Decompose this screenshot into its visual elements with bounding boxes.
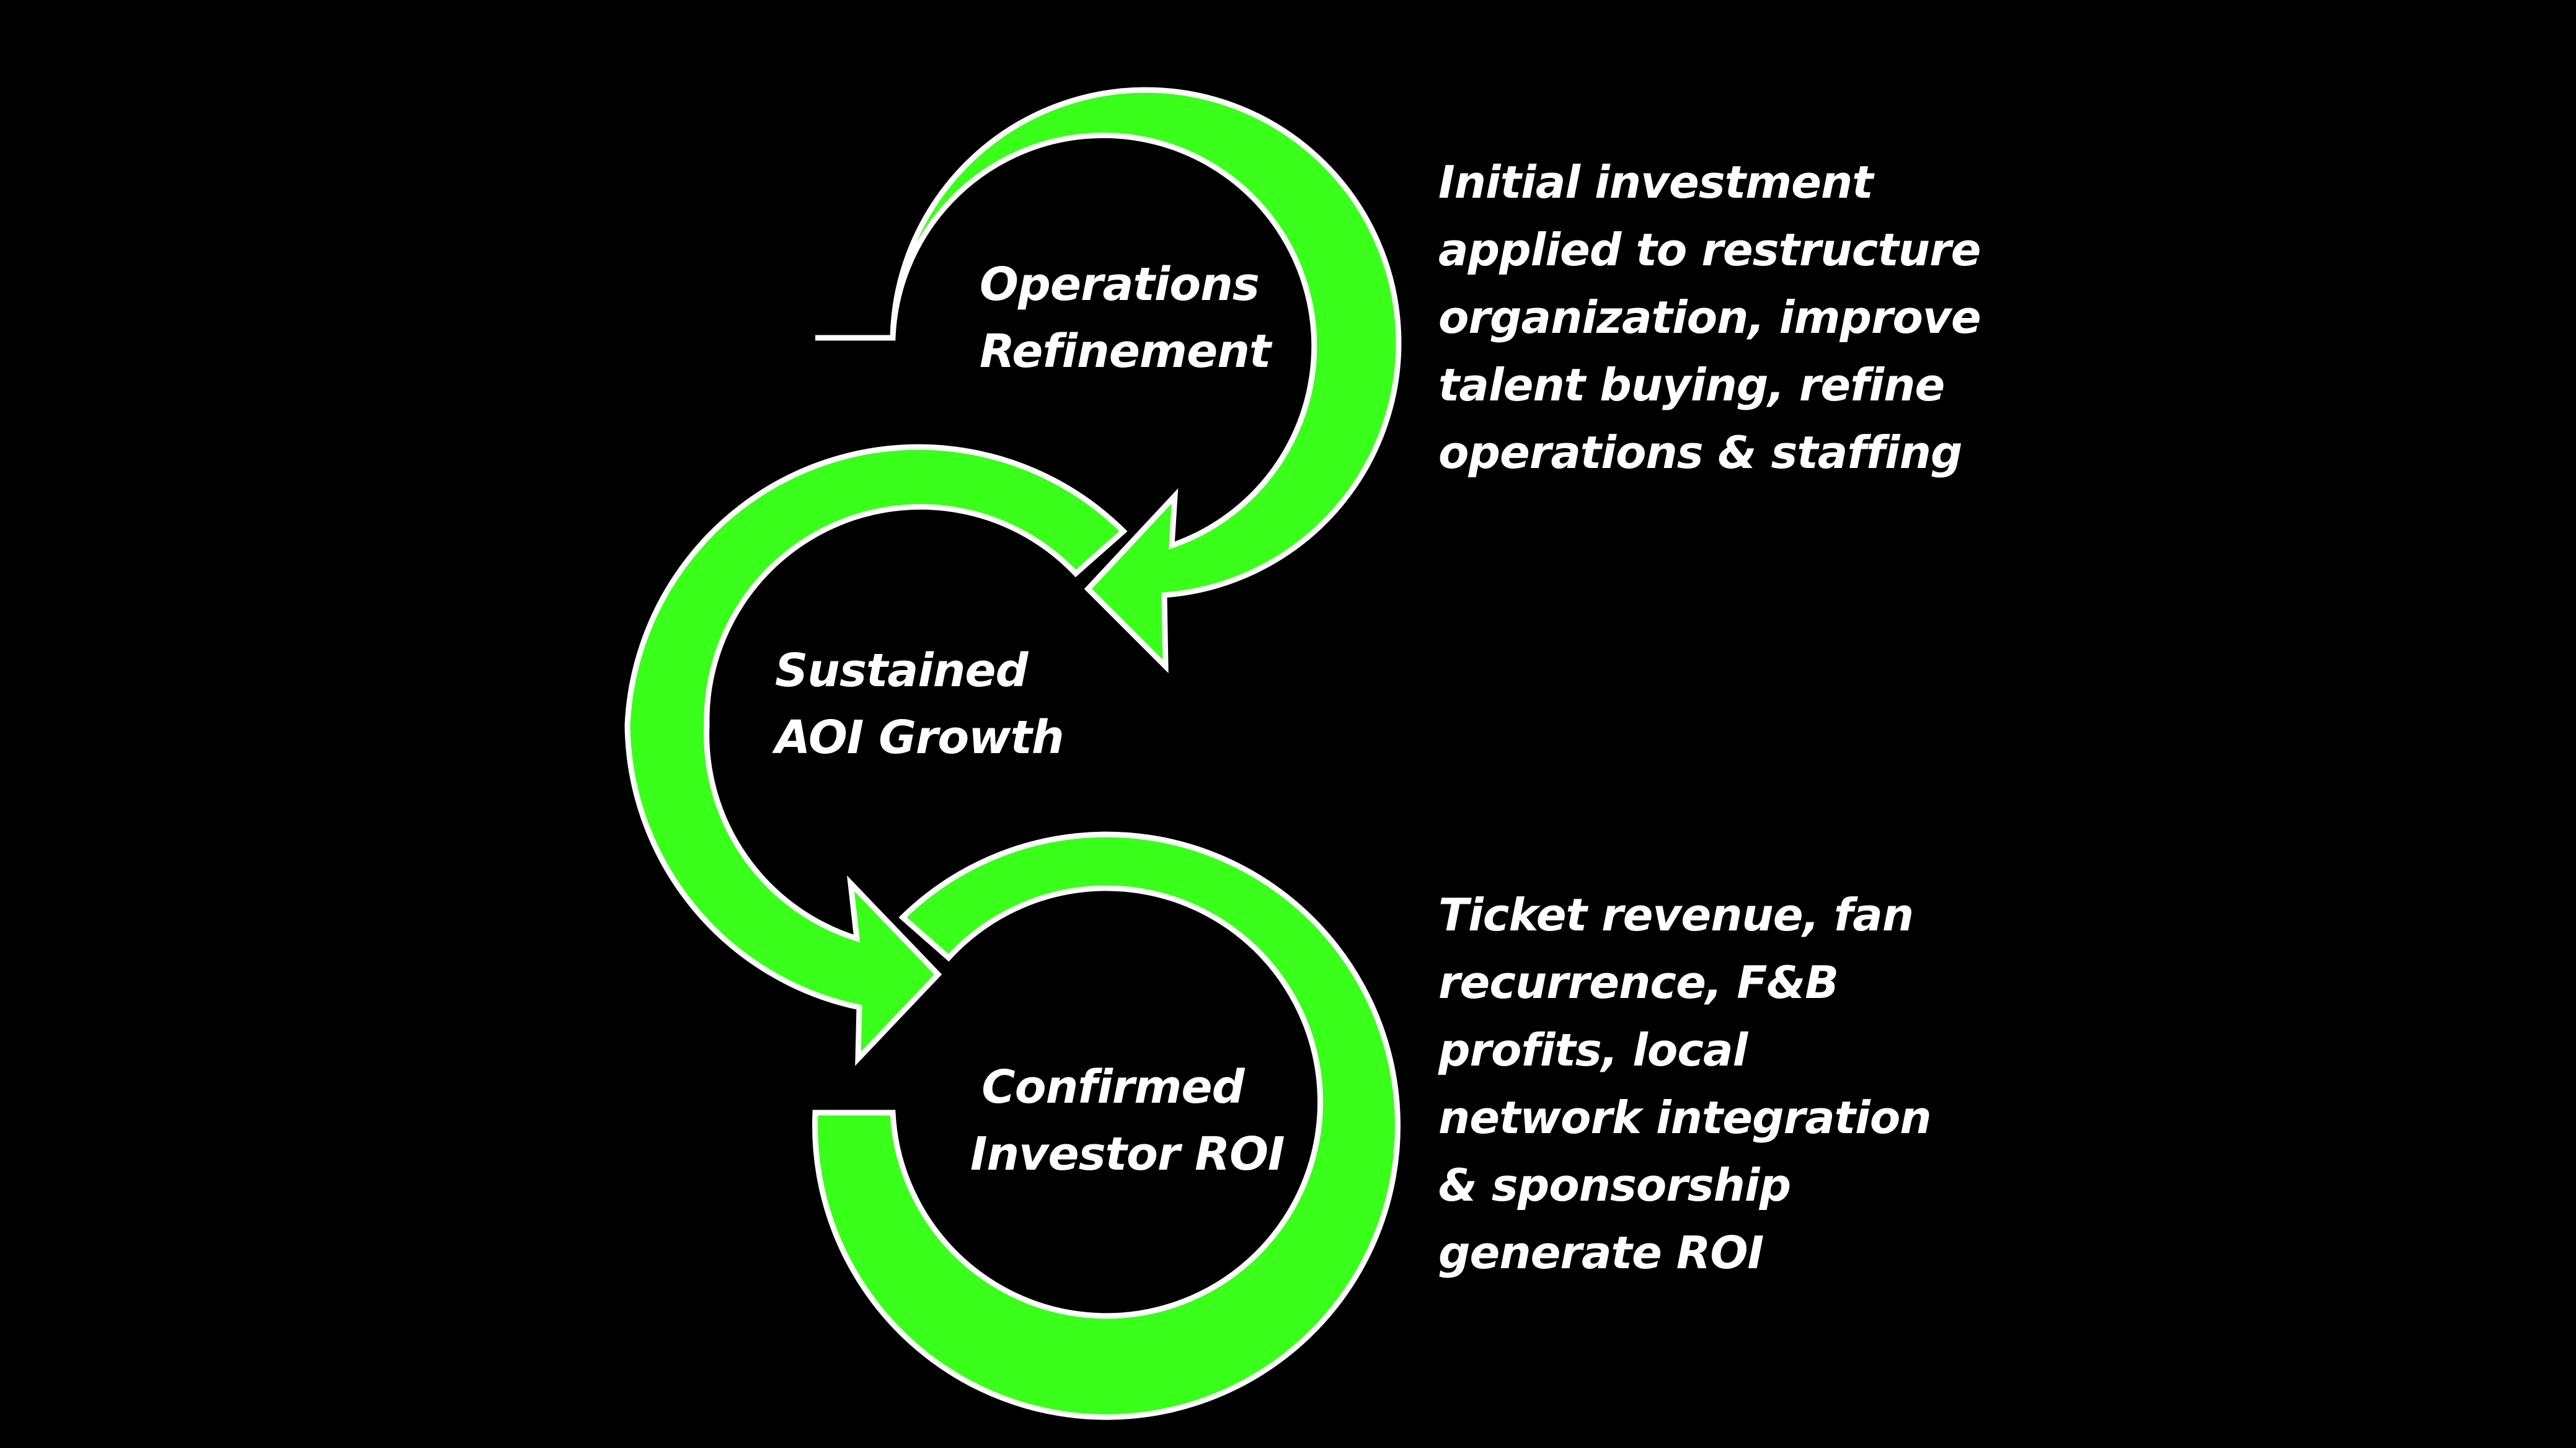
desc-bottom-line-6: generate ROI — [1438, 1227, 1764, 1279]
description-initial-investment: Initial investment applied to restructur… — [1438, 149, 1981, 487]
desc-top-line-5: operations & staffing — [1438, 426, 1963, 479]
node-confirmed-investor-roi: Confirmed Investor ROI — [970, 1054, 1285, 1188]
desc-bottom-line-3: profits, local — [1438, 1024, 1748, 1076]
desc-bottom-line-2: recurrence, F&B — [1438, 956, 1839, 1009]
desc-top-line-3: organization, improve — [1438, 291, 1981, 343]
desc-top-line-1: Initial investment — [1438, 156, 1874, 208]
node-operations-line-2: Refinement — [980, 325, 1271, 378]
desc-top-line-2: applied to restructure — [1438, 224, 1981, 276]
arrow-operations-to-growth — [815, 87, 1402, 674]
arrow-growth-to-roi — [624, 444, 1128, 1066]
node-operations-line-1: Operations — [980, 258, 1260, 311]
node-growth-line-2: AOI Growth — [775, 711, 1064, 764]
node-operations-refinement: Operations Refinement — [980, 251, 1271, 385]
node-growth-line-1: Sustained — [775, 644, 1029, 697]
desc-bottom-line-4: network integration — [1438, 1092, 1932, 1144]
node-roi-line-2: Investor ROI — [970, 1128, 1285, 1181]
node-roi-line-1: Confirmed — [981, 1061, 1244, 1114]
node-sustained-aoi-growth: Sustained AOI Growth — [775, 637, 1097, 771]
desc-top-line-4: talent buying, refine — [1438, 359, 1945, 411]
description-ticket-revenue: Ticket revenue, fan recurrence, F&B prof… — [1438, 881, 1932, 1287]
desc-bottom-line-1: Ticket revenue, fan — [1438, 889, 1914, 941]
arrow-roi-loop — [812, 831, 1401, 1420]
desc-bottom-line-5: & sponsorship — [1438, 1159, 1791, 1211]
